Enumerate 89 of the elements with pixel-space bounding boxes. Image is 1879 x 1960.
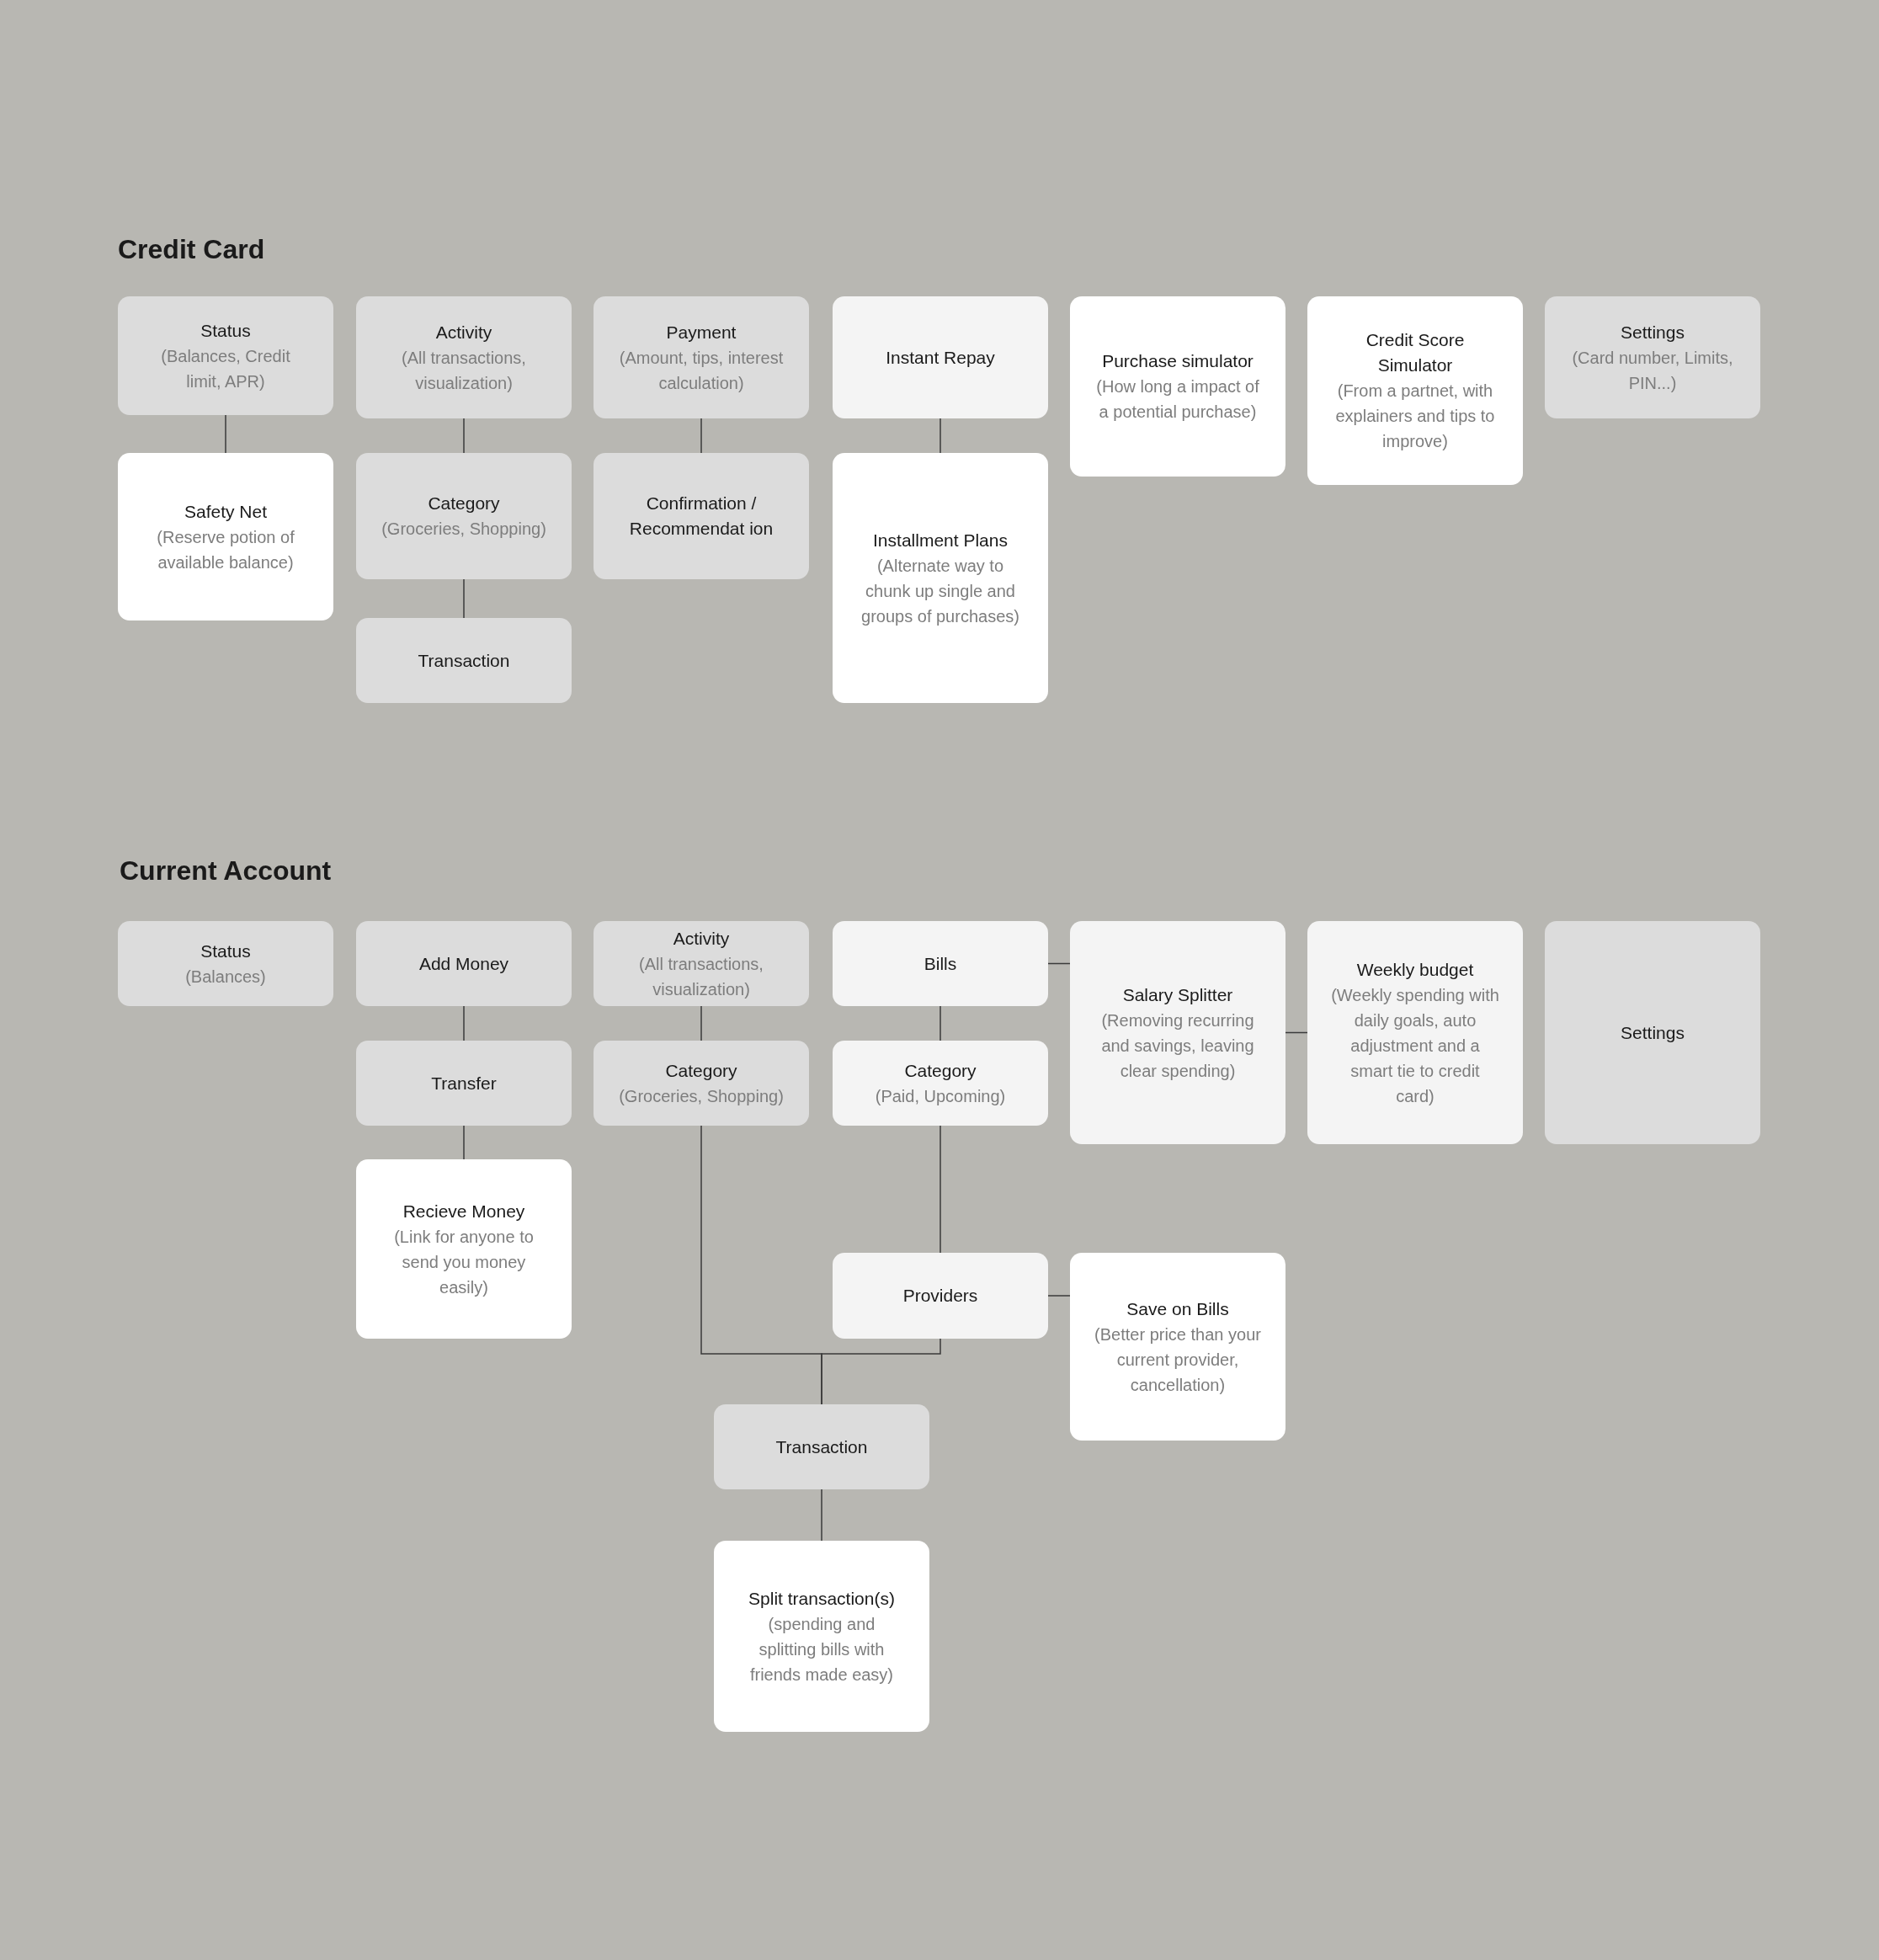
menu-card xyxy=(714,1404,929,1489)
menu-card xyxy=(594,921,809,1006)
card-description: (Reserve potion of available balance) xyxy=(156,526,295,573)
card-title: Transaction xyxy=(418,649,510,672)
menu-card xyxy=(594,296,809,418)
menu-card xyxy=(118,921,333,1006)
connector-line xyxy=(1285,1031,1308,1034)
menu-card xyxy=(356,296,572,418)
card-description: (All transactions, visualization) xyxy=(638,953,764,1000)
menu-card xyxy=(714,1541,929,1732)
menu-card xyxy=(1307,921,1523,1144)
card-title: Category xyxy=(665,1059,737,1082)
menu-card xyxy=(1545,296,1760,418)
card-description: (Better price than your current provider, cancellation) xyxy=(1094,1324,1262,1396)
menu-card xyxy=(1070,296,1285,477)
menu-card xyxy=(356,618,572,703)
connector-line xyxy=(225,414,226,454)
card-description: (Groceries, Shopping) xyxy=(381,519,546,540)
connector-line xyxy=(463,1005,465,1041)
card-title: Confirmation / Recommendat ion xyxy=(628,493,774,540)
connector-line xyxy=(940,1125,941,1254)
card-title: Payment xyxy=(666,321,737,344)
card-description: (Groceries, Shopping) xyxy=(619,1085,784,1107)
card-title: Purchase simulator xyxy=(1102,350,1254,372)
menu-card xyxy=(833,921,1048,1006)
menu-card xyxy=(833,296,1048,418)
menu-card xyxy=(356,453,572,579)
menu-card xyxy=(118,296,333,415)
card-description: (From a partnet, with explainers and tips to improve) xyxy=(1334,381,1496,452)
card-title: Category xyxy=(904,1059,977,1082)
connector-line xyxy=(940,1005,941,1041)
card-description: (Card number, Limits, PIN...) xyxy=(1571,347,1734,394)
card-title: Installment Plans xyxy=(873,529,1008,551)
card-description: (All transactions, visualization) xyxy=(401,347,527,394)
menu-card xyxy=(356,921,572,1006)
menu-card xyxy=(833,1041,1048,1126)
menu-card xyxy=(1307,296,1523,485)
card-description: (How long a impact of a potential purchase) xyxy=(1095,376,1260,423)
connector-line xyxy=(700,418,702,454)
menu-card xyxy=(594,453,809,579)
card-description: (Weekly spending with daily goals, auto adjustment and a smart tie to credit card) xyxy=(1331,984,1499,1107)
card-description: (Link for anyone to send you money easily) xyxy=(393,1226,535,1298)
card-title: Category xyxy=(428,493,500,514)
card-title: Split transaction(s) xyxy=(748,1587,895,1610)
menu-card xyxy=(833,453,1048,703)
card-description: (Balances, Credit limit, APR) xyxy=(160,345,291,392)
menu-card xyxy=(356,1159,572,1339)
connector-line xyxy=(940,418,941,454)
card-title: Weekly budget xyxy=(1356,958,1474,981)
menu-card xyxy=(356,1041,572,1126)
menu-card xyxy=(1070,921,1285,1144)
card-description: (Amount, tips, interest calculation) xyxy=(618,347,785,394)
menu-card xyxy=(1070,1253,1285,1441)
menu-card xyxy=(833,1253,1048,1339)
card-description: (Balances) xyxy=(185,966,266,988)
card-title: Settings xyxy=(1621,1021,1685,1044)
card-title: Save on Bills xyxy=(1126,1297,1229,1320)
card-title: Add Money xyxy=(418,952,509,975)
connector-line xyxy=(1047,962,1071,965)
menu-card xyxy=(594,1041,809,1126)
card-title: Recieve Money xyxy=(402,1200,525,1222)
connector-line xyxy=(821,1489,822,1542)
connector-line xyxy=(463,578,465,619)
connector-line xyxy=(1047,1295,1071,1297)
section-heading: Credit Card xyxy=(118,233,265,266)
card-title: Providers xyxy=(902,1285,978,1307)
connector-line xyxy=(700,1005,702,1041)
card-title: Activity xyxy=(673,927,730,950)
card-title: Transfer xyxy=(431,1072,497,1095)
card-title: Instant Repay xyxy=(886,346,995,369)
card-title: Status xyxy=(200,940,251,962)
menu-card xyxy=(118,453,333,620)
card-title: Settings xyxy=(1621,321,1685,344)
connector-line xyxy=(463,1125,465,1160)
card-title: Credit Score Simulator xyxy=(1365,329,1466,376)
card-title: Salary Splitter xyxy=(1122,983,1233,1006)
card-description: (Paid, Upcoming) xyxy=(875,1085,1006,1107)
connector-line xyxy=(821,1338,941,1405)
card-description: (Alternate way to chunk up single and groups of purchases) xyxy=(860,555,1020,627)
card-title: Activity xyxy=(435,321,492,344)
card-description: (spending and splitting bills with friends made easy) xyxy=(748,1613,895,1686)
card-title: Safety Net xyxy=(184,500,268,523)
card-description: (Removing recurring and savings, leaving clear spending) xyxy=(1100,1009,1255,1082)
card-title: Transaction xyxy=(775,1435,868,1458)
card-title: Bills xyxy=(924,952,957,975)
menu-card xyxy=(1545,921,1760,1144)
section-heading: Current Account xyxy=(120,855,332,887)
connector-line xyxy=(463,418,465,454)
card-title: Status xyxy=(200,319,251,342)
